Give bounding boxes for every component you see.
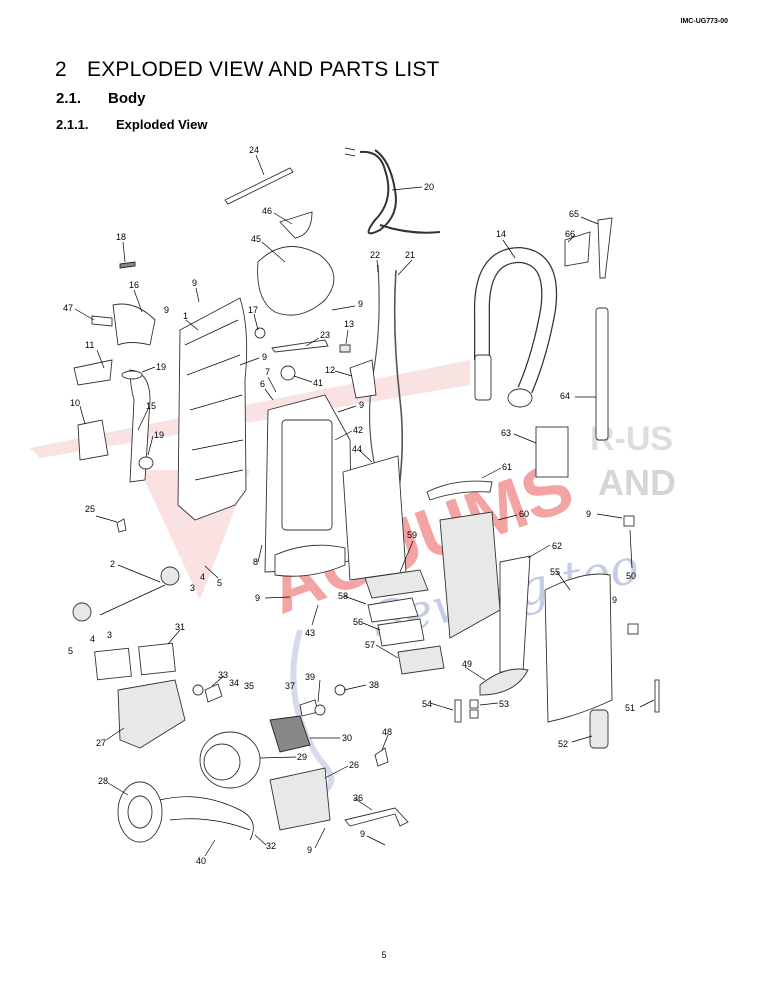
section-title: EXPLODED VIEW AND PARTS LIST — [87, 58, 440, 81]
callout-40: 40 — [196, 856, 206, 866]
callout-32: 32 — [266, 841, 276, 851]
callout-48: 48 — [382, 727, 392, 737]
callout-9: 9 — [359, 400, 364, 410]
callout-24: 24 — [249, 145, 259, 155]
callout-9: 9 — [612, 595, 617, 605]
exploded-view-diagram: ACUUMS R-US AND Sewing too — [30, 145, 676, 866]
callout-34: 34 — [229, 678, 239, 688]
callout-9: 9 — [358, 299, 363, 309]
callout-59: 59 — [407, 530, 417, 540]
callout-58: 58 — [338, 591, 348, 601]
subsubsection-heading: 2.1.1. Exploded View — [56, 117, 208, 132]
callout-2: 2 — [110, 559, 115, 569]
callout-11: 11 — [85, 340, 94, 350]
callout-8: 8 — [253, 557, 258, 567]
callout-61: 61 — [502, 462, 512, 472]
callout-29: 29 — [297, 752, 307, 762]
page-number: 5 — [381, 950, 387, 960]
callout-4: 4 — [200, 572, 205, 582]
callout-1: 1 — [183, 311, 188, 321]
callout-54: 54 — [422, 699, 432, 709]
callout-27: 27 — [96, 738, 106, 748]
callout-30: 30 — [342, 733, 352, 743]
callout-37: 37 — [285, 681, 295, 691]
subsection-title: Body — [108, 90, 146, 107]
watermark-text-3: AND — [598, 462, 676, 503]
subsubsection-number: 2.1.1. — [56, 117, 89, 132]
callout-43: 43 — [305, 628, 315, 638]
callout-45: 45 — [251, 234, 261, 244]
callout-15: 15 — [146, 401, 156, 411]
section-heading: 2 EXPLODED VIEW AND PARTS LIST — [55, 58, 440, 82]
callout-5: 5 — [217, 578, 222, 588]
callout-17: 17 — [248, 305, 258, 315]
callout-12: 12 — [325, 365, 335, 375]
callout-31: 31 — [175, 622, 185, 632]
subsection-heading: 2.1. Body — [56, 90, 146, 107]
parts — [72, 147, 660, 843]
callout-13: 13 — [344, 319, 354, 329]
callout-3: 3 — [190, 583, 195, 593]
callout-19: 19 — [154, 430, 164, 440]
callout-55: 55 — [550, 567, 560, 577]
callout-16: 16 — [129, 280, 139, 290]
callout-20: 20 — [424, 182, 434, 192]
callout-9: 9 — [164, 305, 169, 315]
callout-35: 35 — [244, 681, 254, 691]
callout-46: 46 — [262, 206, 272, 216]
callout-60: 60 — [519, 509, 529, 519]
callout-52: 52 — [558, 739, 568, 749]
callout-53: 53 — [499, 699, 509, 709]
callout-9: 9 — [307, 845, 312, 855]
callout-44: 44 — [352, 444, 362, 454]
callout-42: 42 — [353, 425, 363, 435]
callout-65: 65 — [569, 209, 579, 219]
callout-57: 57 — [365, 640, 375, 650]
callout-38: 38 — [369, 680, 379, 690]
subsection-number: 2.1. — [56, 90, 82, 107]
callout-22: 22 — [370, 250, 380, 260]
callout-64: 64 — [560, 391, 570, 401]
document-id: IMC-UG773-00 — [680, 18, 728, 25]
callout-9: 9 — [255, 593, 260, 603]
callout-23: 23 — [320, 330, 330, 340]
callout-26: 26 — [349, 760, 359, 770]
callout-36: 36 — [353, 793, 363, 803]
callout-66: 66 — [565, 229, 575, 239]
callout-41: 41 — [313, 378, 323, 388]
callout-7: 7 — [265, 367, 270, 377]
leader-lines — [74, 154, 655, 857]
callout-14: 14 — [496, 229, 506, 239]
callout-63: 63 — [501, 428, 511, 438]
callout-39: 39 — [305, 672, 315, 682]
callout-21: 21 — [405, 250, 415, 260]
callout-28: 28 — [98, 776, 108, 786]
callout-47: 47 — [63, 303, 73, 313]
callout-4: 4 — [90, 634, 95, 644]
callout-labels: 24 20 46 45 18 22 21 14 65 66 9 16 47 1 … — [63, 145, 636, 866]
section-number: 2 — [55, 58, 67, 81]
callout-9: 9 — [360, 829, 365, 839]
callout-6: 6 — [260, 379, 265, 389]
subsubsection-title: Exploded View — [116, 117, 208, 132]
callout-50: 50 — [626, 571, 636, 581]
callout-19: 19 — [156, 362, 166, 372]
callout-56: 56 — [353, 617, 363, 627]
callout-49: 49 — [462, 659, 472, 669]
callout-62: 62 — [552, 541, 562, 551]
callout-51: 51 — [625, 703, 635, 713]
callout-33: 33 — [218, 670, 228, 680]
callout-9: 9 — [192, 278, 197, 288]
callout-9: 9 — [262, 352, 267, 362]
callout-9: 9 — [586, 509, 591, 519]
callout-25: 25 — [85, 504, 95, 514]
callout-18: 18 — [116, 232, 126, 242]
callout-5: 5 — [68, 646, 73, 656]
callout-10: 10 — [70, 398, 80, 408]
callout-3: 3 — [107, 630, 112, 640]
